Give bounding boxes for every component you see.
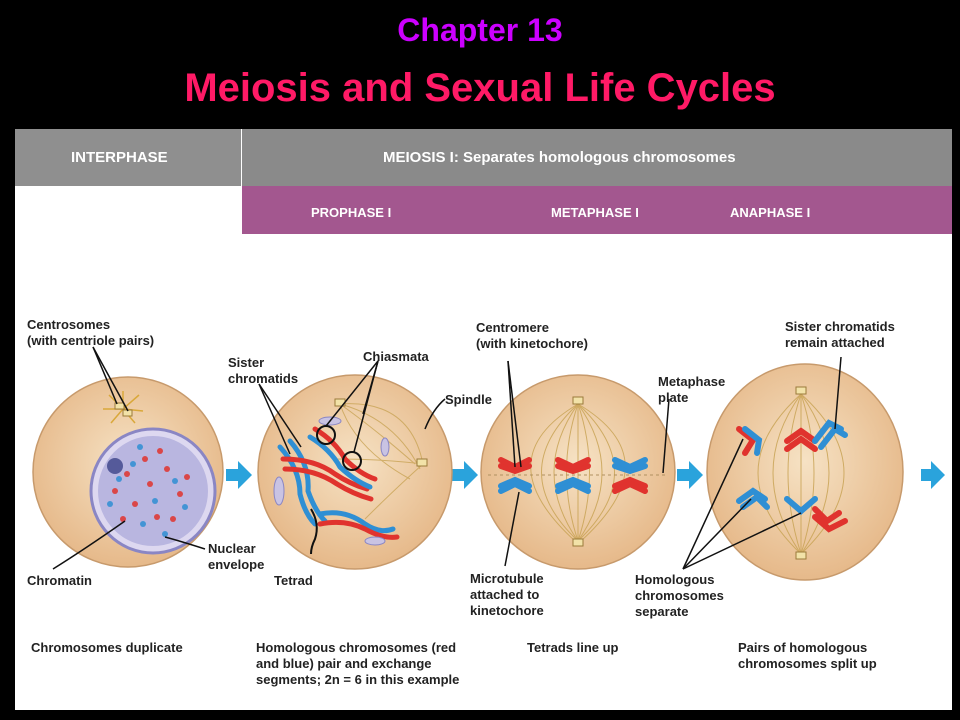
chapter-subtitle: Meiosis and Sexual Life Cycles: [184, 66, 776, 110]
interphase-cell: [32, 346, 224, 570]
label-centromere: Centromere(with kinetochore): [476, 320, 588, 351]
arrow-right-icon: [677, 461, 703, 489]
interphase-header-bar: [15, 129, 241, 186]
meiosis-figure: INTERPHASE MEIOSIS I: Separates homologo…: [15, 129, 952, 710]
metaphase1-cell: [480, 360, 676, 570]
phase-anaphase1: ANAPHASE I: [730, 205, 811, 220]
arrow-right-icon: [452, 461, 478, 489]
phase-metaphase1: METAPHASE I: [551, 205, 639, 220]
cells-illustration: [32, 346, 945, 581]
meiosis1-header: MEIOSIS I: Separates homologous chromoso…: [383, 149, 736, 166]
caption-prophase1: Homologous chromosomes (red and blue) pa…: [256, 640, 460, 687]
label-centrosomes: Centrosomes(with centriole pairs): [27, 317, 155, 348]
label-chiasmata: Chiasmata: [363, 349, 429, 364]
arrow-right-icon: [921, 461, 945, 489]
anaphase1-cell: [682, 356, 904, 581]
caption-interphase: Chromosomes duplicate: [31, 640, 183, 655]
phase-prophase1: PROPHASE I: [311, 205, 392, 220]
arrow-right-icon: [226, 461, 252, 489]
caption-metaphase1: Tetrads line up: [527, 640, 619, 655]
chapter-title: Chapter 13: [397, 12, 563, 48]
caption-anaphase1: Pairs of homologous chromosomes split up: [738, 640, 877, 671]
meiosis1-header-bar: [242, 129, 952, 186]
label-tetrad: Tetrad: [274, 573, 313, 588]
prophase1-cell: [257, 360, 453, 570]
label-spindle: Spindle: [445, 392, 492, 407]
phase-header-bar: [242, 186, 952, 234]
interphase-header: INTERPHASE: [71, 149, 168, 166]
label-chromatin: Chromatin: [27, 573, 92, 588]
